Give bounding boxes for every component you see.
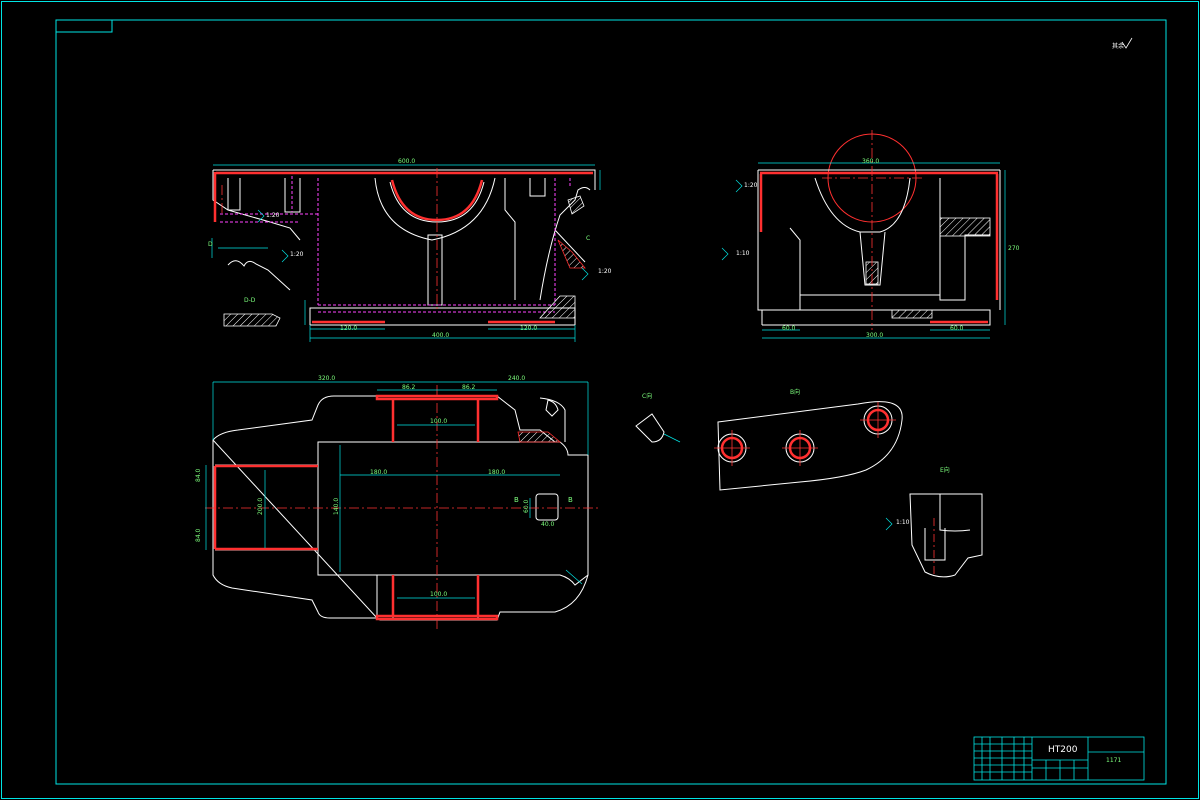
side-left-outline bbox=[757, 170, 801, 311]
corner-tag-box bbox=[56, 20, 113, 33]
dim-side-top: 360.0 bbox=[862, 158, 879, 165]
plan-section-b-left: B bbox=[514, 496, 519, 504]
view-e: E向 1:10 bbox=[885, 466, 983, 578]
plan-top-left-outline bbox=[212, 395, 377, 441]
dim-plan-slot-top: 100.0 bbox=[430, 418, 447, 425]
slope-arrow-icon bbox=[735, 179, 743, 193]
dim-plan-top-m1: 86.2 bbox=[402, 384, 416, 391]
dim-plan-left-h1: 84.0 bbox=[195, 468, 202, 482]
title-block-drawing-no: 1171 bbox=[1106, 757, 1121, 764]
section-d-marker: D bbox=[208, 241, 213, 248]
view-e-inner bbox=[939, 494, 971, 532]
section-dd-label: D-D bbox=[244, 297, 256, 304]
front-left-outline bbox=[212, 170, 301, 241]
dim-front-top: 600.0 bbox=[398, 158, 415, 165]
dim-plan-top-r: 240.0 bbox=[508, 375, 525, 382]
side-right-rib bbox=[939, 178, 990, 301]
slope-arrow-icon bbox=[257, 209, 265, 223]
dim-plan-mid-l: 180.0 bbox=[370, 469, 387, 476]
view-e-title: E向 bbox=[940, 466, 950, 474]
dim-side-bl: 60.0 bbox=[782, 325, 796, 332]
plan-main-outline bbox=[212, 438, 589, 621]
inner-border bbox=[55, 19, 1167, 785]
slope-label-1: 1:20 bbox=[266, 212, 280, 219]
side-base bbox=[761, 309, 991, 326]
dim-plan-top-l: 320.0 bbox=[318, 375, 335, 382]
front-arch-outer bbox=[374, 177, 496, 241]
slope-label-2: 1:20 bbox=[290, 251, 304, 258]
front-view: 600.0 400.0 120.0 120.0 1:20 1:20 1:20 D… bbox=[208, 158, 612, 342]
plan-top-lug bbox=[545, 399, 559, 417]
front-hatch-rib bbox=[557, 239, 586, 269]
slope-arrow-icon bbox=[721, 247, 729, 261]
front-bottom-profile bbox=[227, 260, 291, 291]
dim-side-height: 270 bbox=[1008, 245, 1020, 252]
dim-side-bottom: 300.0 bbox=[866, 332, 883, 339]
front-right-boss bbox=[529, 178, 546, 197]
dim-plan-center-v: 140.0 bbox=[333, 498, 340, 515]
dim-front-bl: 120.0 bbox=[340, 325, 357, 332]
title-block-material: HT200 bbox=[1048, 745, 1078, 755]
front-wall-arch bbox=[390, 179, 484, 222]
front-marker-c-leader bbox=[554, 229, 586, 263]
side-arch bbox=[814, 177, 911, 233]
section-dd-profile bbox=[223, 313, 281, 327]
dim-plan-top-m2: 86.2 bbox=[462, 384, 476, 391]
slope-arrow-icon bbox=[281, 249, 289, 263]
plan-view: 320.0 86.2 86.2 240.0 180.0 180.0 100.0 … bbox=[195, 375, 600, 630]
side-hatch-2 bbox=[891, 309, 933, 319]
view-e-pocket bbox=[924, 528, 946, 561]
dim-plan-side-v: 60.0 bbox=[523, 499, 530, 513]
side-hatch-1 bbox=[939, 217, 991, 237]
title-block bbox=[973, 736, 1145, 781]
plan-right-boss bbox=[535, 493, 559, 521]
front-center-rib bbox=[427, 234, 443, 306]
front-left-boss bbox=[227, 178, 241, 211]
front-hatch-lug bbox=[567, 195, 585, 215]
front-top-outline bbox=[213, 169, 596, 190]
plan-inner-bottom bbox=[318, 574, 589, 586]
view-b-title: B向 bbox=[790, 388, 800, 396]
dim-side-br: 60.0 bbox=[950, 325, 964, 332]
dim-plan-inner-v: 200.0 bbox=[257, 498, 264, 515]
plan-wall-bottom bbox=[375, 614, 499, 621]
dim-plan-mid-r: 180.0 bbox=[488, 469, 505, 476]
roughness-symbol-icon bbox=[1121, 37, 1133, 49]
dim-plan-corner-leader bbox=[565, 569, 583, 585]
slope-arrow-icon bbox=[885, 517, 893, 531]
dim-front-br: 120.0 bbox=[520, 325, 537, 332]
plan-section-b-right: B bbox=[568, 496, 573, 504]
dim-plan-left-h2: 84.0 bbox=[195, 528, 202, 542]
roughness-note: 其余 bbox=[1112, 42, 1124, 50]
slope-label-3: 1:20 bbox=[598, 268, 612, 275]
view-c-marker: C bbox=[586, 235, 590, 242]
plan-top-right-corner bbox=[539, 397, 566, 442]
view-c-profile bbox=[635, 413, 665, 443]
slope-arrow-icon bbox=[581, 267, 589, 281]
slope-label-4: 1:20 bbox=[744, 182, 758, 189]
dim-front-bottom: 400.0 bbox=[432, 332, 449, 339]
slope-label-5: 1:10 bbox=[736, 250, 750, 257]
dim-plan-box: 40.0 bbox=[541, 521, 555, 528]
title-block-frame bbox=[973, 736, 1145, 781]
front-hatch-foot bbox=[539, 295, 576, 319]
view-c-title: C向 bbox=[642, 392, 652, 400]
plan-hatch-lug bbox=[517, 431, 562, 443]
slope-label-6: 1:10 bbox=[896, 519, 910, 526]
view-b-outline bbox=[717, 401, 903, 491]
dim-plan-slot-bot: 100.0 bbox=[430, 591, 447, 598]
front-right-bracket bbox=[539, 187, 591, 301]
side-web bbox=[859, 231, 886, 286]
view-c: C向 bbox=[635, 392, 681, 443]
view-c-leader bbox=[663, 433, 681, 443]
view-e-outline bbox=[909, 493, 983, 578]
view-b: B向 bbox=[714, 388, 903, 491]
front-right-rib bbox=[504, 178, 516, 300]
side-view: 360.0 300.0 60.0 60.0 270 1:20 1:10 bbox=[721, 130, 1020, 339]
